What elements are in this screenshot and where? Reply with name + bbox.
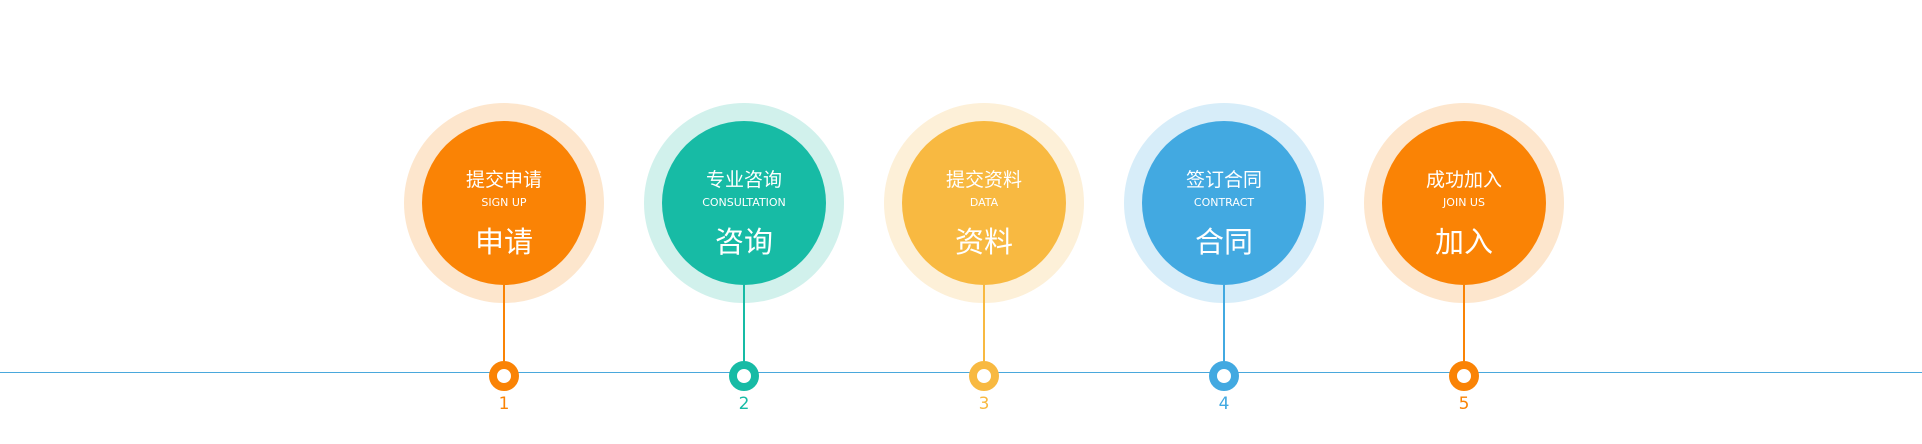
process-step: 提交申请 SIGN UP 申请 1 [404,0,604,444]
step-connector [743,285,745,363]
step-number: 1 [498,394,510,414]
step-title: 签订合同 [1185,169,1262,191]
step-number: 2 [738,394,750,414]
step-connector [503,285,505,363]
step-connector [1463,285,1465,363]
step-title: 提交申请 [465,169,542,191]
step-circle: 成功加入 JOIN US 加入 [1382,121,1546,285]
step-circle: 提交申请 SIGN UP 申请 [422,121,586,285]
step-subtitle: CONTRACT [1193,196,1255,209]
step-circle: 签订合同 CONTRACT 合同 [1142,121,1306,285]
step-marker-icon [489,361,519,391]
step-label: 申请 [474,225,533,259]
process-step: 提交资料 DATA 资料 3 [884,0,1084,444]
step-number: 3 [978,394,990,414]
process-step: 签订合同 CONTRACT 合同 4 [1124,0,1324,444]
process-step: 成功加入 JOIN US 加入 5 [1364,0,1564,444]
step-connector [983,285,985,363]
step-label: 加入 [1434,225,1493,259]
step-circle: 专业咨询 CONSULTATION 咨询 [662,121,826,285]
step-marker-icon [729,361,759,391]
step-circle: 提交资料 DATA 资料 [902,121,1066,285]
process-step: 专业咨询 CONSULTATION 咨询 2 [644,0,844,444]
step-label: 合同 [1194,225,1253,259]
step-connector [1223,285,1225,363]
step-marker-icon [1449,361,1479,391]
step-subtitle: JOIN US [1443,196,1485,209]
step-subtitle: DATA [969,196,999,209]
step-marker-icon [969,361,999,391]
step-number: 5 [1458,394,1470,414]
step-subtitle: SIGN UP [481,196,527,209]
step-subtitle: CONSULTATION [702,196,786,209]
timeline-line [0,372,1922,373]
step-title: 专业咨询 [705,169,782,191]
step-marker-icon [1209,361,1239,391]
step-title: 成功加入 [1425,169,1502,191]
step-label: 咨询 [714,225,773,259]
step-number: 4 [1218,394,1230,414]
step-label: 资料 [954,225,1013,259]
step-title: 提交资料 [945,169,1022,191]
